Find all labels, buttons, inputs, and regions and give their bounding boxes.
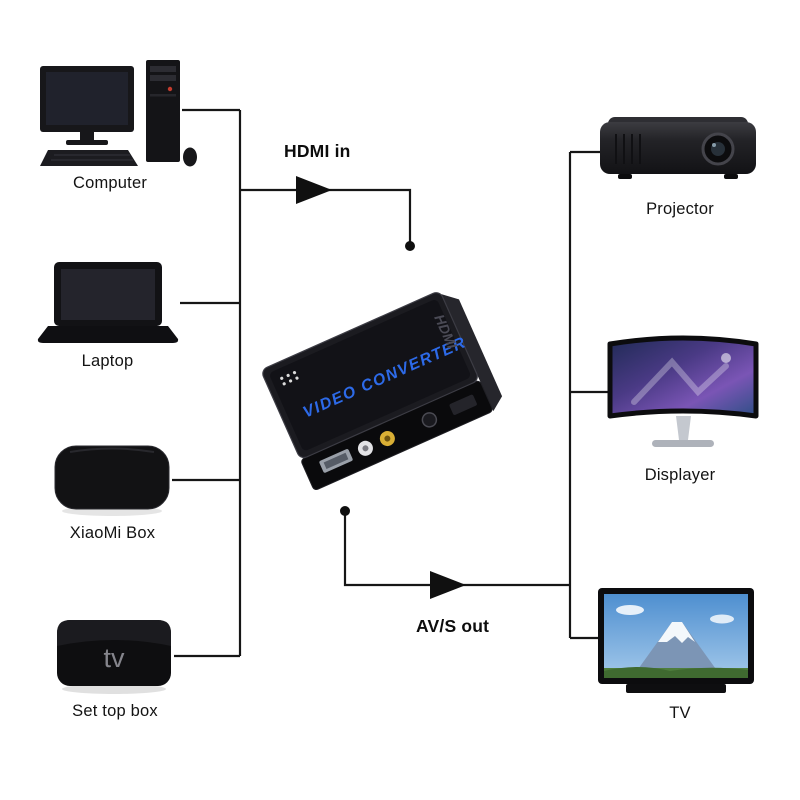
input-junction-dot bbox=[405, 241, 415, 251]
avs-out-arrow bbox=[430, 571, 466, 599]
displayer-icon bbox=[606, 332, 761, 460]
computer-icon bbox=[40, 60, 200, 172]
avs-out-label: AV/S out bbox=[416, 616, 490, 636]
laptop-icon bbox=[36, 262, 181, 347]
power-port bbox=[421, 412, 438, 428]
displayer-label: Displayer bbox=[644, 466, 716, 484]
computer-label: Computer bbox=[72, 174, 148, 192]
xiaomi-box-label: XiaoMi Box bbox=[69, 524, 156, 542]
set-top-box-icon: tv bbox=[52, 616, 177, 696]
wire-hdmi-in bbox=[240, 188, 412, 242]
laptop-label: Laptop bbox=[81, 352, 134, 370]
mount-fuji bbox=[636, 622, 718, 672]
set-top-box-logo-text: tv bbox=[103, 643, 125, 673]
output-junction-dot bbox=[340, 506, 350, 516]
projector-label: Projector bbox=[646, 200, 714, 218]
set-top-box-label: Set top box bbox=[72, 702, 158, 720]
projector-icon bbox=[598, 112, 763, 187]
hdmi-in-label: HDMI in bbox=[284, 141, 351, 161]
converter-ports bbox=[319, 394, 477, 473]
usb-port bbox=[449, 394, 477, 415]
converter-side-face bbox=[441, 294, 503, 412]
hdmi-in-arrow bbox=[296, 176, 332, 204]
video-converter-icon: VIDEO CONVERTER HDMI bbox=[258, 284, 503, 499]
tv-label: TV bbox=[669, 704, 691, 722]
wire-avs-out bbox=[343, 512, 570, 587]
converter-vent-dots bbox=[280, 371, 299, 386]
tv-icon bbox=[598, 588, 758, 703]
xiaomi-box-icon bbox=[50, 443, 175, 518]
